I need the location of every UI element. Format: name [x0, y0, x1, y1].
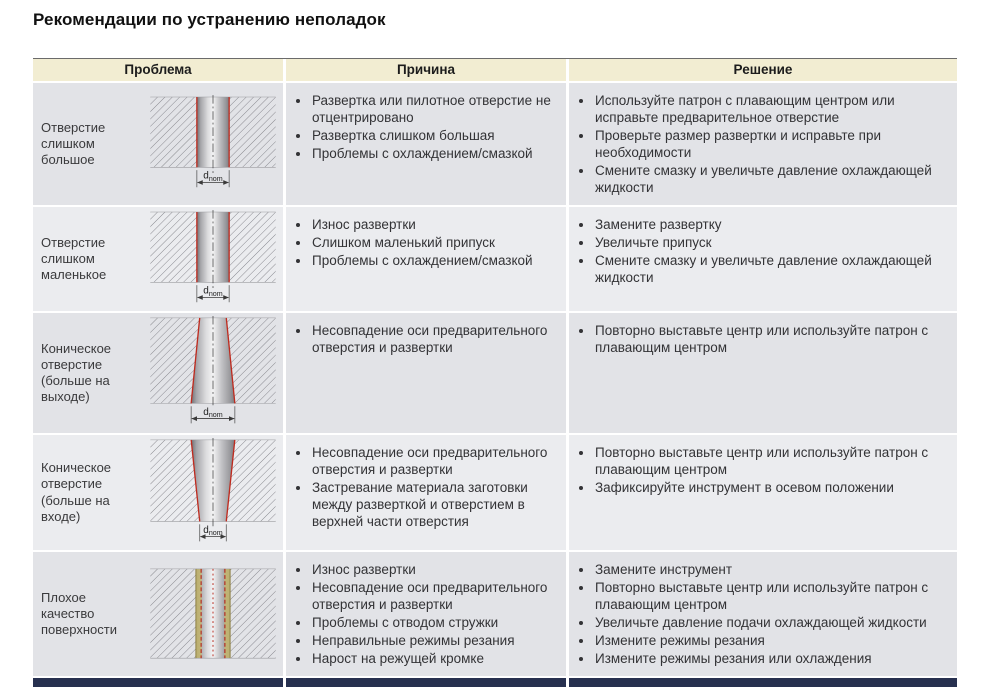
dimension-label: dnom [203, 170, 222, 182]
bullet-item: Проблемы с отводом стружки [311, 614, 558, 631]
solutions-list: Замените инструментПовторно выставьте це… [569, 552, 957, 676]
table-row-hole-too-large: Отверстие слишком большое [33, 83, 957, 205]
problem-label: Коническое отверстие (больше на входе) [41, 460, 112, 524]
causes-list: Износ разверткиНесовпадение оси предвари… [286, 552, 566, 676]
problem-cell: Отверстие слишком маленькое [33, 207, 283, 311]
solution-cell: Замените инструментПовторно выставьте це… [569, 552, 957, 676]
causes-list: Износ разверткиСлишком маленький припуск… [286, 207, 566, 278]
solutions-list: Замените разверткуУвеличьте припускСмени… [569, 207, 957, 295]
table-row-hole-too-small: Отверстие слишком маленькое [33, 207, 957, 311]
bullet-item: Слишком маленький припуск [311, 234, 558, 251]
page-title: Рекомендации по устранению неполадок [33, 10, 386, 29]
bullet-item: Проверьте размер развертки и исправьте п… [594, 127, 949, 161]
solution-cell: Используйте патрон с плавающим центром и… [569, 83, 957, 205]
dimension-label: dnom [203, 407, 222, 419]
solution-cell: Повторно выставьте центр или используйте… [569, 435, 957, 550]
bullet-item: Развертка слишком большая [311, 127, 558, 144]
bullet-item: Увеличьте давление подачи охлаждающей жи… [594, 614, 949, 631]
bullet-item: Развертка или пилотное отверстие не отце… [311, 92, 558, 126]
solution-cell: Замените разверткуУвеличьте припускСмени… [569, 207, 957, 311]
bullet-item: Проблемы с охлаждением/смазкой [311, 145, 558, 162]
bullet-item: Износ развертки [311, 216, 558, 233]
bullet-item: Замените инструмент [594, 561, 949, 578]
column-header-solution: Решение [569, 59, 957, 81]
cause-cell: Развертка или пилотное отверстие не отце… [286, 83, 566, 205]
cause-cell: Износ разверткиСлишком маленький припуск… [286, 207, 566, 311]
bullet-item: Повторно выставьте центр или используйте… [594, 444, 949, 478]
bullet-item: Проблемы с охлаждением/смазкой [311, 252, 558, 269]
solutions-list: Используйте патрон с плавающим центром и… [569, 83, 957, 205]
straight-bore-diagram: dnom [150, 94, 276, 187]
tapered-bore-wider-at-entry-diagram: dnom [150, 437, 276, 541]
bullet-item: Несовпадение оси предварительного отверс… [311, 444, 558, 478]
footer-bar-segment [33, 678, 283, 687]
cause-cell: Износ разверткиНесовпадение оси предвари… [286, 552, 566, 676]
bullet-item: Нарост на режущей кромке [311, 650, 558, 667]
footer-bar-segment [286, 678, 566, 687]
tapered-bore-wider-at-exit-diagram: dnom [150, 316, 276, 424]
bullet-item: Повторно выставьте центр или используйте… [594, 322, 949, 356]
dimension-label: dnom [203, 285, 222, 297]
problem-label: Коническое отверстие (больше на выходе) [41, 340, 112, 405]
table-header-row: Проблема Причина Решение [33, 59, 957, 81]
bullet-item: Износ развертки [311, 561, 558, 578]
bullet-item: Увеличьте припуск [594, 234, 949, 251]
problem-cell: Отверстие слишком большое [33, 83, 283, 205]
bullet-item: Смените смазку и увеличьте давление охла… [594, 162, 949, 196]
bullet-item: Используйте патрон с плавающим центром и… [594, 92, 949, 126]
cause-cell: Несовпадение оси предварительного отверс… [286, 435, 566, 550]
column-header-cause: Причина [286, 59, 566, 81]
table-row-tapered-hole-entry: Коническое отверстие (больше на входе) [33, 435, 957, 550]
cause-cell: Несовпадение оси предварительного отверс… [286, 313, 566, 433]
problem-label: Плохое качество поверхности [41, 589, 117, 638]
footer-bar-segment [569, 678, 957, 687]
problem-cell: Коническое отверстие (больше на входе) [33, 435, 283, 550]
causes-list: Несовпадение оси предварительного отверс… [286, 435, 566, 539]
column-header-problem: Проблема [33, 59, 283, 81]
bullet-item: Несовпадение оси предварительного отверс… [311, 579, 558, 613]
bullet-item: Повторно выставьте центр или используйте… [594, 579, 949, 613]
bullet-item: Смените смазку и увеличьте давление охла… [594, 252, 949, 286]
causes-list: Несовпадение оси предварительного отверс… [286, 313, 566, 365]
problem-label: Отверстие слишком большое [41, 119, 106, 168]
table-row-tapered-hole-exit: Коническое отверстие (больше на выходе) [33, 313, 957, 433]
dimension-label: dnom [203, 524, 222, 536]
solutions-list: Повторно выставьте центр или используйте… [569, 435, 957, 505]
bullet-item: Неправильные режимы резания [311, 632, 558, 649]
troubleshooting-table: Проблема Причина Решение Отверстие слишк… [33, 58, 957, 687]
bullet-item: Зафиксируйте инструмент в осевом положен… [594, 479, 949, 496]
solutions-list: Повторно выставьте центр или используйте… [569, 313, 957, 365]
problem-cell: Коническое отверстие (больше на выходе) [33, 313, 283, 433]
bullet-item: Замените развертку [594, 216, 949, 233]
bullet-item: Измените режимы резания [594, 632, 949, 649]
problem-cell: Плохое качество поверхности [33, 552, 283, 676]
solution-cell: Повторно выставьте центр или используйте… [569, 313, 957, 433]
bullet-item: Несовпадение оси предварительного отверс… [311, 322, 558, 356]
bullet-item: Застревание материала заготовки между ра… [311, 479, 558, 530]
rough-surface-bore-diagram [150, 568, 276, 658]
problem-label: Отверстие слишком маленькое [41, 234, 107, 283]
table-footer-bar [33, 678, 957, 687]
causes-list: Развертка или пилотное отверстие не отце… [286, 83, 566, 171]
bullet-item: Измените режимы резания или охлаждения [594, 650, 949, 667]
straight-bore-diagram: dnom [150, 209, 276, 302]
table-row-poor-surface-quality: Плохое качество поверхности [33, 552, 957, 676]
